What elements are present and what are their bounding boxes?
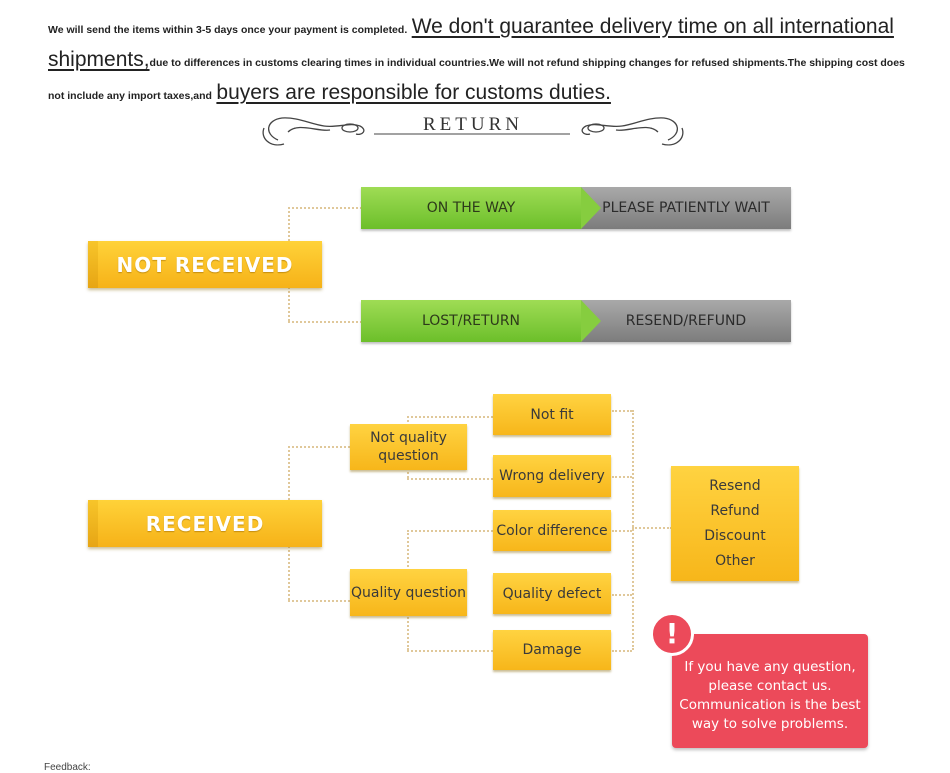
issue-wrong-delivery: Wrong delivery: [493, 455, 611, 497]
return-header: RETURN: [258, 108, 688, 158]
notice-part-2: We don't guarantee delivery time on all …: [48, 15, 894, 71]
received-text: RECEIVED: [145, 511, 265, 536]
not-received-label: NOT RECEIVED: [88, 241, 322, 288]
contact-alert: If you have any question, please contact…: [672, 634, 868, 748]
notice-part-1: We will send the items within 3-5 days o…: [48, 24, 408, 36]
solution-refund: Refund: [710, 502, 760, 519]
flow-row-lost-return: LOST/RETURN RESEND/REFUND: [361, 300, 791, 342]
issue-color-difference: Color difference: [493, 510, 611, 551]
connector: [632, 410, 634, 650]
connector: [288, 321, 362, 323]
issue-quality-defect: Quality defect: [493, 573, 611, 614]
action-wait: PLEASE PATIENTLY WAIT: [581, 187, 791, 229]
connector: [612, 476, 632, 478]
issue-damage: Damage: [493, 630, 611, 670]
connector: [632, 527, 672, 529]
connector: [288, 207, 362, 209]
category-quality: Quality question: [350, 569, 467, 616]
label-notch: [88, 241, 98, 288]
connector: [407, 478, 493, 480]
contact-message: If you have any question, please contact…: [679, 659, 861, 732]
ornament-flourish-icon: [262, 117, 684, 146]
connector: [288, 600, 350, 602]
connector: [407, 650, 493, 652]
arrow-icon: [581, 300, 601, 342]
connector: [612, 530, 632, 532]
solution-other: Other: [715, 552, 755, 569]
solution-resend: Resend: [709, 477, 761, 494]
category-not-quality: Not quality question: [350, 424, 467, 470]
connector: [407, 416, 493, 418]
return-title: RETURN: [423, 114, 523, 135]
received-label: RECEIVED: [88, 500, 322, 547]
footer-text: Feedback:: [44, 762, 91, 773]
connector: [612, 594, 632, 596]
connector: [288, 446, 350, 448]
solution-discount: Discount: [704, 527, 766, 544]
shipping-notice: We will send the items within 3-5 days o…: [48, 12, 918, 111]
flow-row-on-the-way: ON THE WAY PLEASE PATIENTLY WAIT: [361, 187, 791, 229]
status-lost-return: LOST/RETURN: [361, 300, 581, 342]
label-notch: [88, 500, 98, 547]
issue-not-fit: Not fit: [493, 394, 611, 435]
action-resend-refund: RESEND/REFUND: [581, 300, 791, 342]
not-received-text: NOT RECEIVED: [116, 252, 294, 277]
exclamation-icon: !: [650, 612, 694, 656]
notice-part-3: due to differences in customs clearing t…: [48, 57, 905, 102]
connector: [407, 530, 493, 532]
connector: [612, 410, 632, 412]
notice-part-4: buyers are responsible for customs dutie…: [216, 81, 611, 104]
status-on-the-way: ON THE WAY: [361, 187, 581, 229]
connector: [612, 650, 632, 652]
arrow-icon: [581, 187, 601, 229]
solutions-box: Resend Refund Discount Other: [671, 466, 799, 581]
